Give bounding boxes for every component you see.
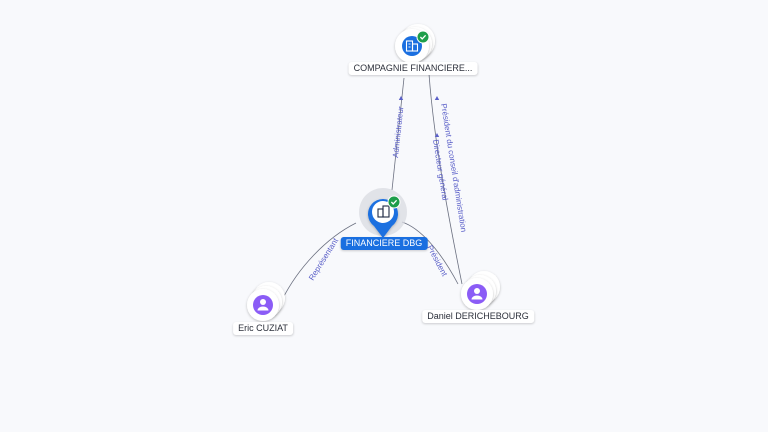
node-compagnie-financiere[interactable] (395, 24, 435, 63)
edge-president: Président (401, 221, 459, 285)
node-label-daniel-derichebourg[interactable]: Daniel DERICHEBOURG (422, 310, 534, 323)
check-badge-icon (416, 30, 430, 44)
node-label-financiere-dbg[interactable]: FINANCIERE DBG (340, 237, 428, 250)
node-eric-cuziat[interactable] (247, 282, 285, 321)
building-icon (402, 36, 422, 56)
edge-label-administrateur: Administrateur (391, 106, 405, 159)
edge-representant: Représentant (281, 222, 357, 301)
node-daniel-derichebourg[interactable] (461, 271, 500, 310)
edge-label-representant: Représentant (307, 236, 340, 282)
building-icon (377, 205, 390, 218)
edge-administrateur: Administrateur (391, 77, 405, 191)
node-financiere-dbg[interactable] (359, 188, 407, 238)
person-icon (467, 284, 487, 304)
check-badge-icon (387, 195, 401, 209)
person-icon (253, 295, 273, 315)
edge-label-president: Président (425, 244, 449, 279)
node-label-eric-cuziat[interactable]: Eric CUZIAT (233, 322, 293, 335)
node-label-compagnie-financiere[interactable]: COMPAGNIE FINANCIERE... (348, 62, 478, 75)
